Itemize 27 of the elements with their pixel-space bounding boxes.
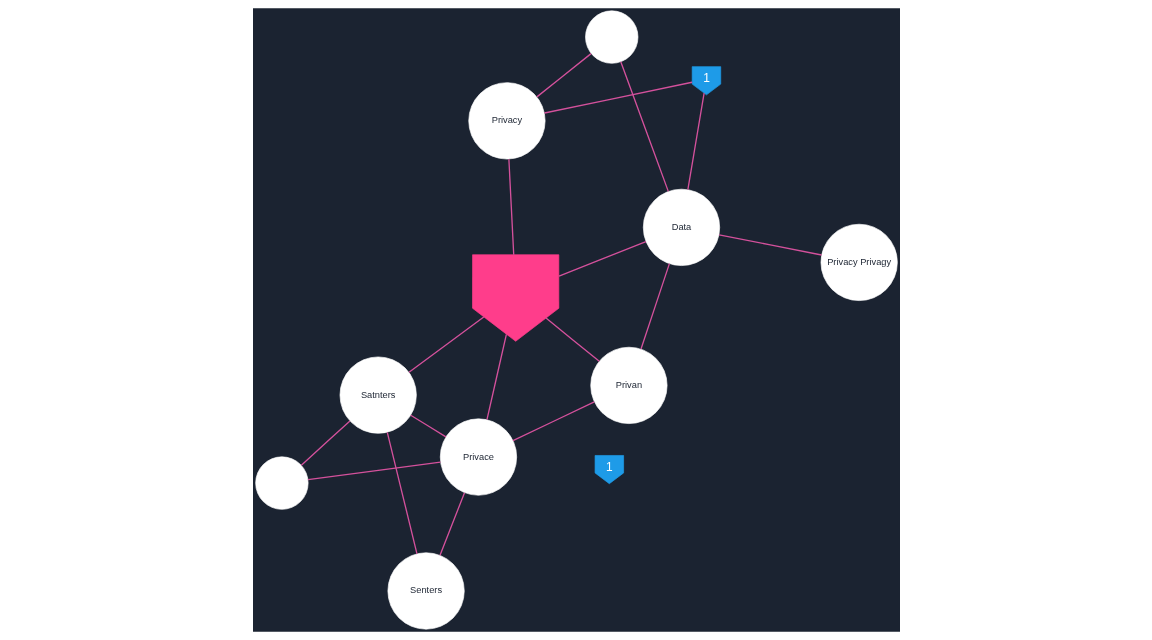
connector [544,317,600,362]
connector [386,431,418,555]
connector [543,81,693,114]
connector [639,262,670,350]
node-circle: Senters [387,552,465,630]
node-person [584,10,638,64]
node-person [254,456,308,510]
node-circle: Privacy [467,82,545,160]
node-circle: Satnters [339,356,417,434]
connector [686,92,705,191]
node-shield [471,254,559,342]
connector [407,316,484,373]
connector [511,401,595,442]
connector [718,234,822,256]
node-circle: Privan [589,346,667,424]
connector [300,420,351,466]
connector [485,333,507,421]
node-circle: Data [642,188,720,266]
connector [557,240,647,277]
connector [619,61,669,193]
connector [507,158,514,256]
connector [438,492,465,556]
connector [535,52,592,98]
node-circle: Privace [439,418,517,496]
connector [409,414,447,438]
connector [306,461,441,481]
node-circle: Privacy Privagy [820,223,898,301]
